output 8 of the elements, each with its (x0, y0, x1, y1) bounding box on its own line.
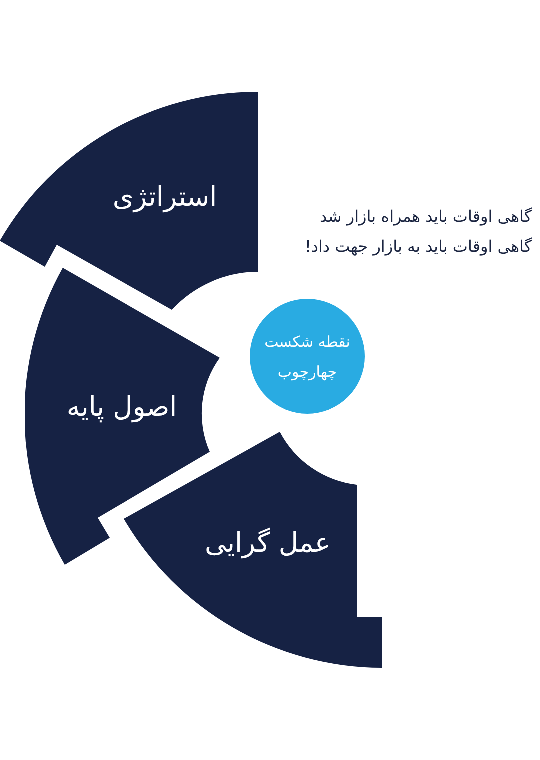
segment-label: اصول پایه (66, 391, 178, 425)
ring-segment (124, 432, 382, 668)
note-text: گاهی اوقات باید همراه بازار شد (320, 206, 532, 228)
circle-label: نقطه شکست چهارچوب (264, 332, 352, 383)
note-text: گاهی اوقات باید به بازار جهت داد! (304, 236, 532, 258)
segment-label: عمل گرایی (204, 526, 332, 561)
segment-label: استراتژی (112, 181, 218, 215)
ring-segment (0, 92, 258, 313)
